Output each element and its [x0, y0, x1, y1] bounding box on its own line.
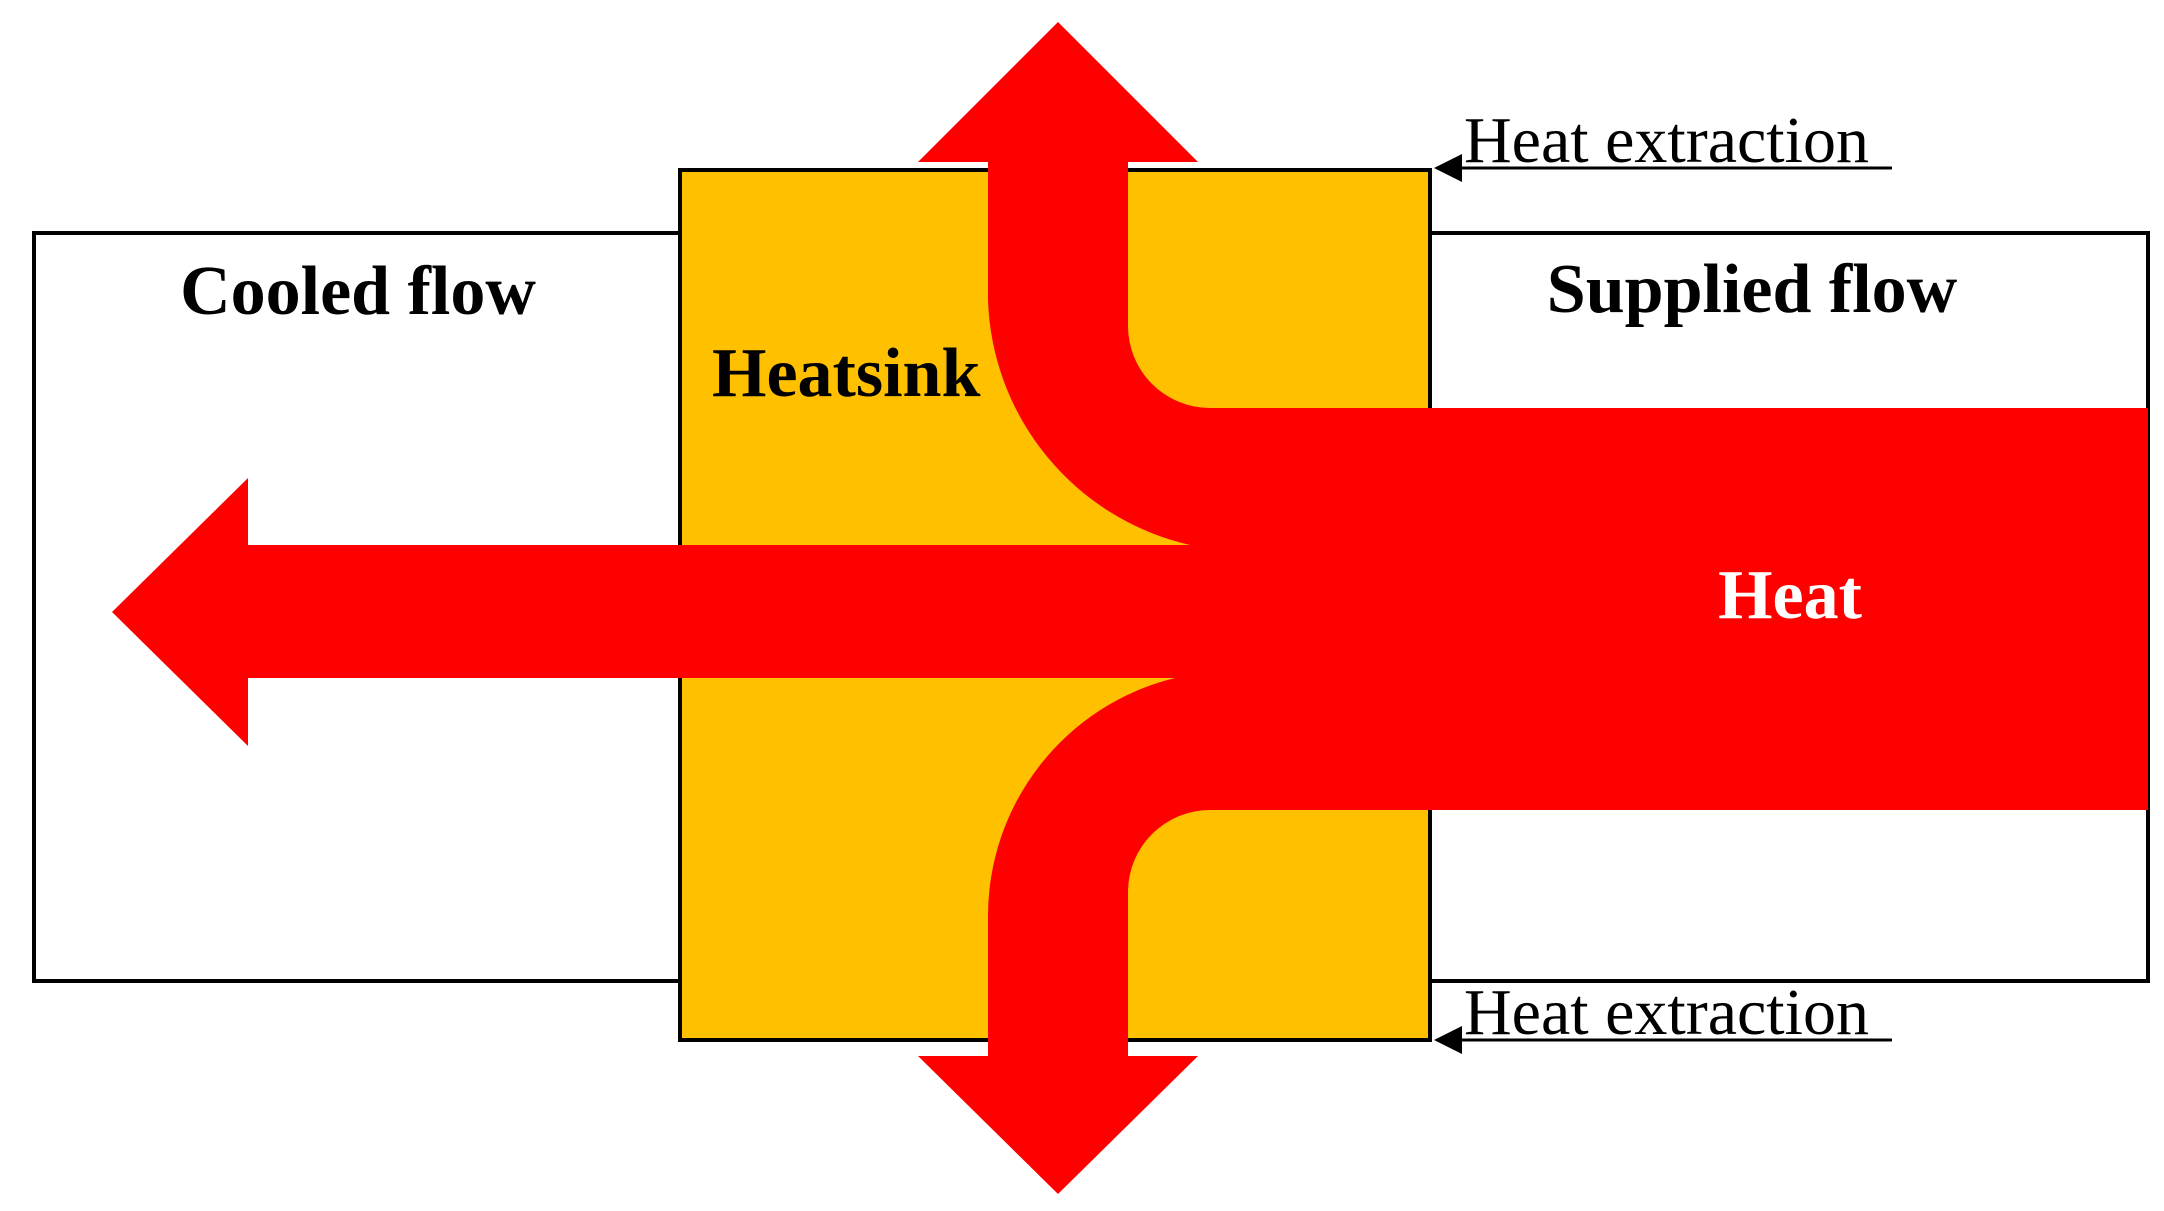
- top-pointer-arrowhead: [1434, 154, 1462, 182]
- supplied-flow-label: Supplied flow: [1547, 251, 1958, 328]
- heatsink-label: Heatsink: [712, 335, 980, 412]
- upper-extraction-arrowhead: [918, 22, 1198, 162]
- heat-extraction-bottom-label: Heat extraction: [1464, 976, 1869, 1049]
- heat-label: Heat: [1718, 557, 1862, 634]
- bottom-pointer-arrowhead: [1434, 1026, 1462, 1054]
- supplied-heat-band: [1190, 408, 2148, 810]
- upper-extraction-branch: [988, 160, 1215, 545]
- heat-flow-arrows: [112, 22, 2148, 1194]
- heat-extraction-top-label: Heat extraction: [1464, 104, 1869, 177]
- cooled-heat-arrow: [112, 478, 1250, 746]
- annotation-pointers: [1434, 154, 1892, 1054]
- cooled-flow-label: Cooled flow: [180, 253, 536, 330]
- lower-extraction-arrowhead: [918, 1056, 1198, 1194]
- lower-extraction-branch: [987, 678, 1215, 1058]
